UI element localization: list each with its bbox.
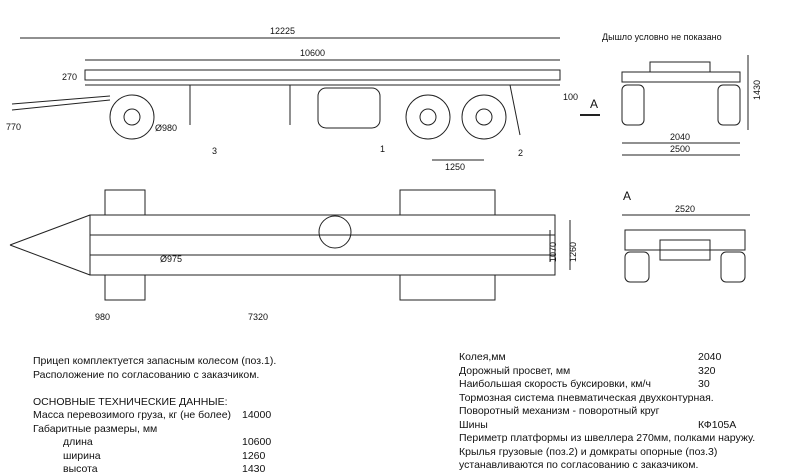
- spec-label: Тормозная система пневматическая двухкон…: [459, 391, 714, 404]
- specs-heading: ОСНОВНЫЕ ТЕХНИЧЕСКИЕ ДАННЫЕ:: [33, 396, 228, 408]
- spec-label: Дорожный просвет, мм: [459, 364, 571, 377]
- technical-drawing: 12225 10600 270 770 Ø980 1250 100 3 1 2 …: [6, 26, 762, 322]
- spec-label: длина: [63, 436, 93, 448]
- spec-label: Крылья грузовые (поз.2) и домкраты опорн…: [459, 445, 718, 458]
- callout-1: 1: [380, 144, 385, 154]
- spec-value: 2040: [698, 351, 722, 363]
- spec-label: Шины: [459, 418, 488, 431]
- spec-value: 14000: [242, 409, 272, 421]
- spec-label: Наибольшая скорость буксировки, км/ч: [459, 378, 651, 390]
- dim-hitch-height: 770: [6, 122, 21, 132]
- dim-plan-wheel: Ø975: [160, 254, 182, 264]
- rear-view-note: Дышло условно не показано: [602, 32, 722, 42]
- dim-rear-offset: 100: [563, 92, 578, 102]
- wheel: [109, 94, 155, 140]
- view-a: [622, 214, 750, 283]
- dim-rear-width: 2500: [670, 144, 690, 154]
- callout-3: 3: [212, 146, 217, 156]
- dim-outer-width: 1260: [568, 242, 578, 262]
- spare-wheel: [317, 87, 381, 129]
- spec-value: КФ105А: [698, 418, 737, 431]
- dim-track: 2040: [670, 132, 690, 142]
- spec-label: Периметр платформы из швеллера 270мм, по…: [459, 432, 756, 444]
- spec-value: 10600: [242, 436, 272, 448]
- view-marker-a: A: [590, 97, 598, 111]
- rear-view: [621, 55, 749, 156]
- spec-label: устанавливаются по согласованию с заказч…: [459, 459, 699, 471]
- spec-label: Габаритные размеры, мм: [33, 422, 158, 435]
- dim-wheel-diameter: Ø980: [155, 123, 177, 133]
- spec-value: 320: [698, 364, 716, 377]
- dim-rear-height: 1430: [752, 80, 762, 100]
- dim-base: 7320: [248, 312, 268, 322]
- spec-label: Поворотный механизм - поворотный круг: [459, 405, 660, 417]
- note-spare-wheel: Прицеп комплектуется запасным колесом (п…: [33, 355, 277, 367]
- spec-value: 30: [698, 378, 710, 390]
- callout-2: 2: [518, 148, 523, 158]
- wheel: [461, 94, 507, 140]
- view-a-label: A: [623, 189, 631, 203]
- spec-label: Масса перевозимого груза, кг (не более): [33, 409, 232, 421]
- spec-label: ширина: [63, 449, 101, 462]
- dim-axle-spacing: 1250: [445, 162, 465, 172]
- dim-platform-length: 10600: [300, 48, 325, 58]
- spec-label: Колея,мм: [459, 351, 506, 363]
- dim-inner-width: 1070: [548, 242, 558, 262]
- spec-value: 1430: [242, 463, 266, 475]
- spec-value: 1260: [242, 449, 266, 462]
- dim-overall-length: 12225: [270, 26, 295, 36]
- plan-view: [9, 189, 571, 301]
- dim-frame-height: 270: [62, 72, 77, 82]
- dim-view-a-width: 2520: [675, 204, 695, 214]
- spec-label: высота: [63, 463, 98, 475]
- note-placement: Расположение по согласованию с заказчико…: [33, 369, 260, 381]
- wheel: [405, 94, 451, 140]
- side-view: [11, 37, 600, 161]
- dim-front-offset: 980: [95, 312, 110, 322]
